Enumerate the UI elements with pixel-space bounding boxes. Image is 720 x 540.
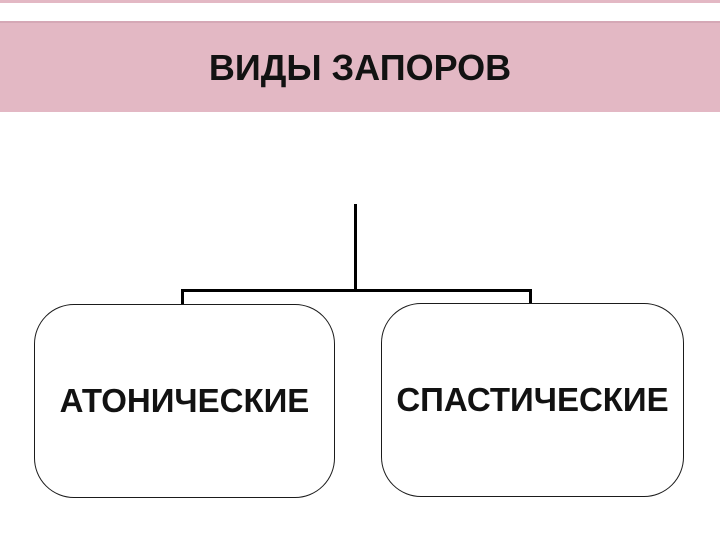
node-atonic-label: АТОНИЧЕСКИЕ	[59, 382, 310, 419]
top-accent-strip	[0, 0, 720, 3]
connector-stem-line	[354, 204, 357, 292]
node-spastic-label: СПАСТИЧЕСКИЕ	[396, 381, 669, 418]
connector-horizontal-bar	[181, 289, 532, 292]
title-banner: ВИДЫ ЗАПОРОВ	[0, 21, 720, 112]
node-atonic: АТОНИЧЕСКИЕ	[34, 304, 335, 498]
node-spastic: СПАСТИЧЕСКИЕ	[381, 303, 684, 497]
slide-title: ВИДЫ ЗАПОРОВ	[208, 46, 512, 88]
connector-drop-right	[529, 289, 532, 304]
connector-drop-left	[181, 289, 184, 305]
